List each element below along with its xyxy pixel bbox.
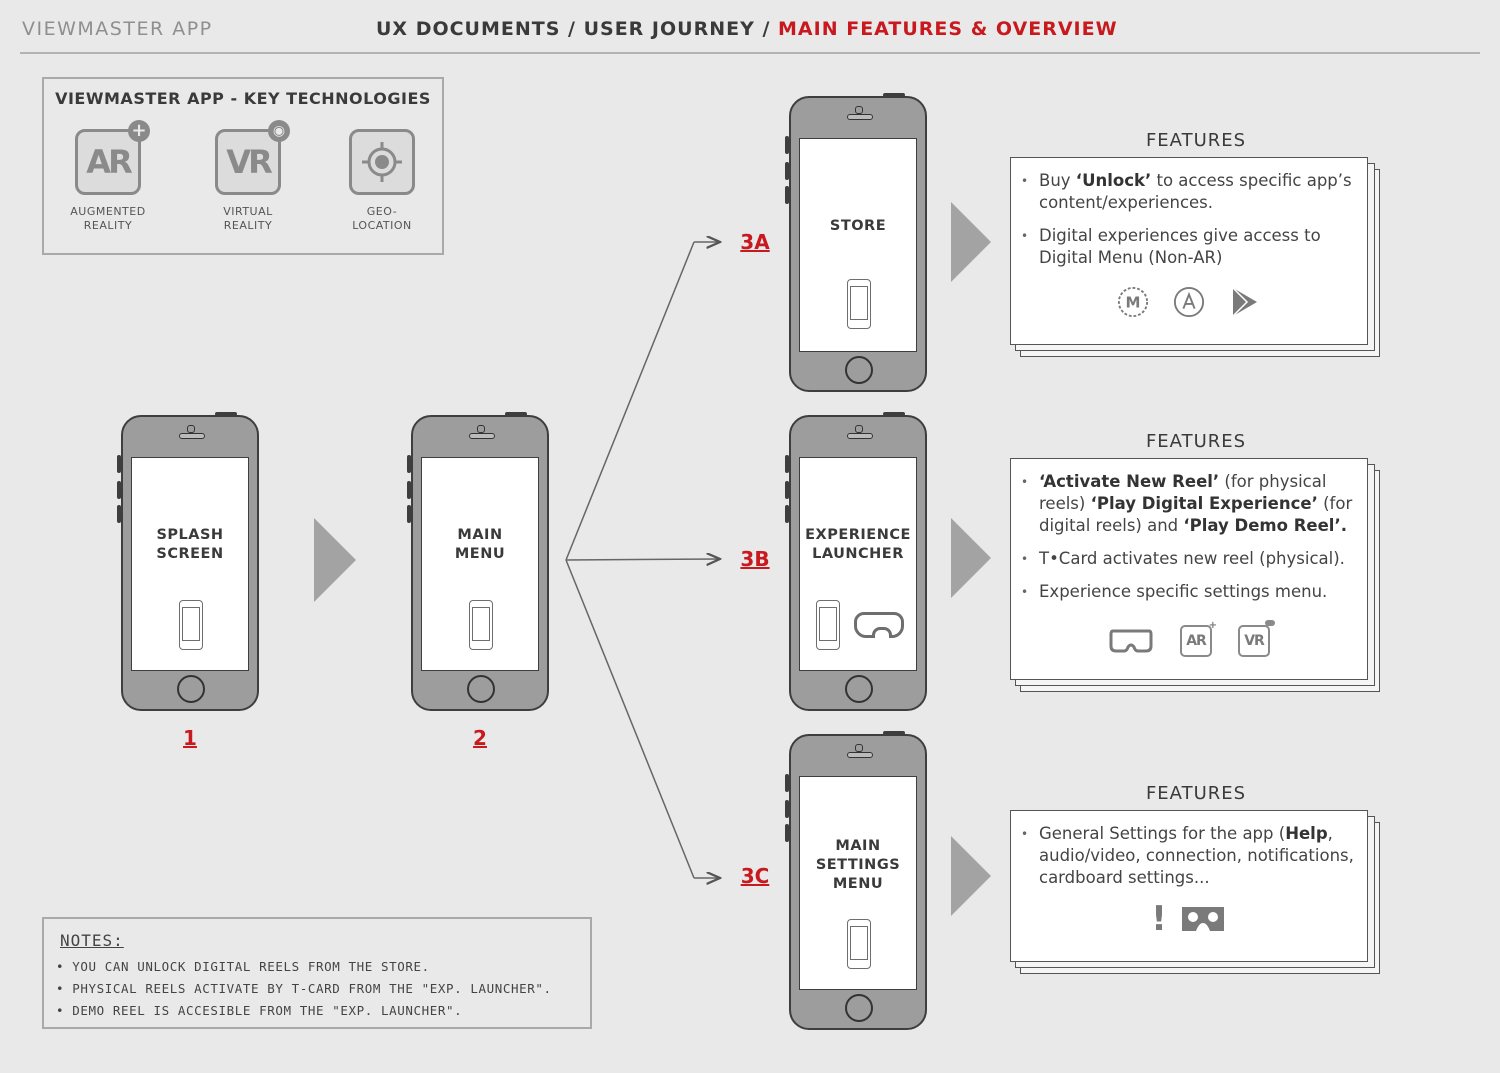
app-store-icon <box>1173 286 1205 318</box>
feature-item: Buy ‘Unlock’ to access specific app’s co… <box>1021 170 1357 214</box>
cardboard-icon <box>1180 903 1226 935</box>
features-card-settings: General Settings for the app (Help, audi… <box>1010 810 1380 976</box>
eye-icon <box>1265 620 1275 626</box>
feature-item: Digital experiences give access to Digit… <box>1021 225 1357 269</box>
step-number-3c[interactable]: 3C <box>740 864 770 888</box>
tech-geo: GEO-LOCATION <box>322 129 442 233</box>
flow-arrow <box>951 836 991 916</box>
step-number-3a[interactable]: 3A <box>740 230 770 254</box>
phone-icon <box>469 600 493 650</box>
feature-item: ‘Activate New Reel’ (for physical reels)… <box>1021 471 1357 537</box>
phone-icon <box>847 919 871 969</box>
step-number-3b[interactable]: 3B <box>740 547 770 571</box>
phone-store: STORE <box>785 93 927 392</box>
plus-icon: + <box>1208 620 1217 631</box>
vr-icon: VR <box>1238 620 1275 657</box>
features-card-launcher: ‘Activate New Reel’ (for physical reels)… <box>1010 458 1380 694</box>
breadcrumb-current: MAIN FEATURES & OVERVIEW <box>778 18 1118 40</box>
home-button <box>177 675 205 703</box>
flow-arrow <box>951 518 991 598</box>
header-divider <box>20 52 1480 54</box>
phone-icon <box>847 279 871 329</box>
key-technologies-panel: VIEWMASTER APP - KEY TECHNOLOGIES AR+ AU… <box>42 77 444 255</box>
ar-icon: AR+ <box>75 120 150 195</box>
connector-arrow <box>565 559 720 560</box>
home-button <box>845 675 873 703</box>
note-line: • PHYSICAL REELS ACTIVATE BY T-CARD FROM… <box>56 981 552 996</box>
vr-headset-icon <box>854 612 904 638</box>
connector-line <box>565 559 695 879</box>
feature-item: Experience specific settings menu. <box>1021 581 1357 603</box>
alert-icon: ! <box>1151 899 1167 939</box>
notes-panel: NOTES: • YOU CAN UNLOCK DIGITAL REELS FR… <box>42 917 592 1029</box>
vr-icon: VR◉ <box>215 120 290 195</box>
eye-icon: ◉ <box>268 120 290 142</box>
google-play-icon <box>1229 286 1261 318</box>
screen-label: STORE <box>829 218 887 234</box>
features-title: FEATURES <box>1145 431 1247 452</box>
step-number-2[interactable]: 2 <box>473 726 487 750</box>
breadcrumb: UX DOCUMENTS / USER JOURNEY / MAIN FEATU… <box>376 18 1118 40</box>
tech-label: GEO-LOCATION <box>352 205 412 232</box>
flow-arrow <box>314 518 356 602</box>
note-line: • DEMO REEL IS ACCESIBLE FROM THE "EXP. … <box>56 1003 463 1018</box>
svg-text:M: M <box>1126 294 1141 312</box>
feature-item: General Settings for the app (Help, audi… <box>1021 823 1357 889</box>
features-title: FEATURES <box>1145 783 1247 804</box>
feature-item: T•Card activates new reel (physical). <box>1021 548 1357 570</box>
phone-icon <box>816 600 840 650</box>
crosshair-icon <box>349 129 415 195</box>
key-technologies-title: VIEWMASTER APP - KEY TECHNOLOGIES <box>55 89 431 108</box>
home-button <box>845 356 873 384</box>
notes-title: NOTES: <box>60 931 124 950</box>
breadcrumb-prefix: UX DOCUMENTS / USER JOURNEY / <box>376 18 779 40</box>
home-button <box>845 994 873 1022</box>
home-button <box>467 675 495 703</box>
phone-icon <box>179 600 203 650</box>
note-line: • YOU CAN UNLOCK DIGITAL REELS FROM THE … <box>56 959 430 974</box>
ar-icon: AR+ <box>1180 620 1217 657</box>
flow-arrow <box>951 202 991 282</box>
viewmaster-store-icon: M <box>1117 286 1149 318</box>
vr-headset-icon <box>1108 625 1154 657</box>
plus-icon: + <box>128 120 150 142</box>
connector-line <box>565 241 695 561</box>
features-title: FEATURES <box>1145 130 1247 151</box>
step-number-1[interactable]: 1 <box>183 726 197 750</box>
phone-screen: STORE <box>799 138 917 352</box>
app-title: VIEWMASTER APP <box>22 18 213 40</box>
features-card-store: Buy ‘Unlock’ to access specific app’s co… <box>1010 157 1380 359</box>
